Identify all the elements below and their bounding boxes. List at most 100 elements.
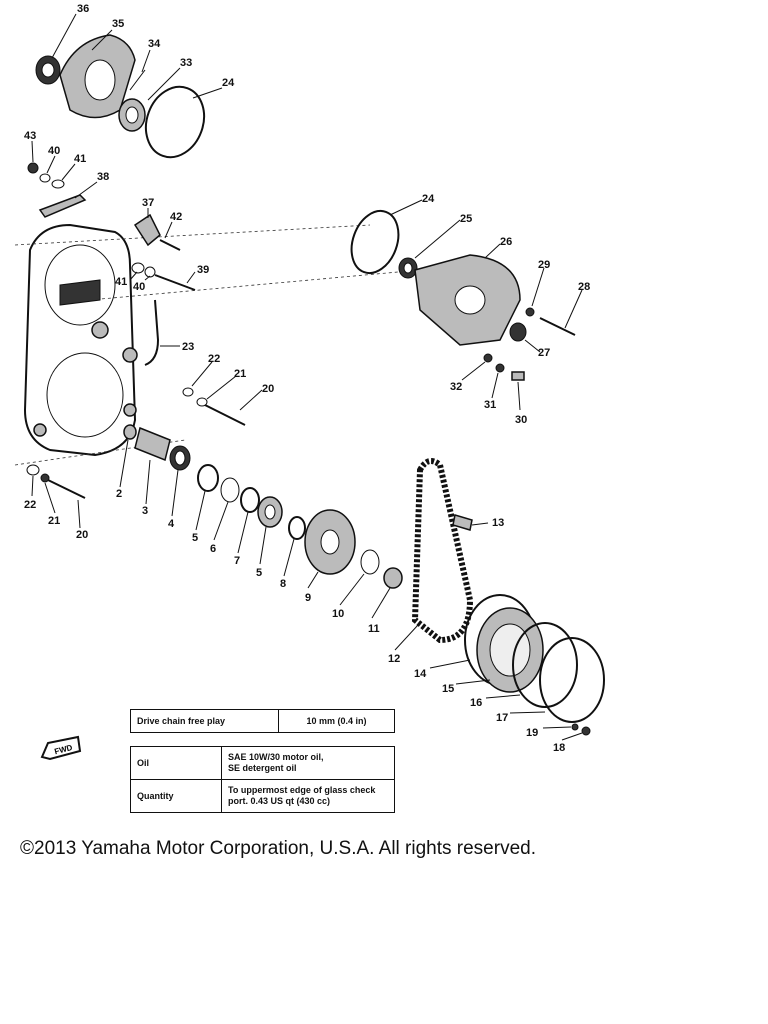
bolts-lower [26,464,86,499]
fwd-arrow-icon: FWD [40,735,82,761]
chain-free-play-label: Drive chain free play [130,709,279,733]
collar-2 [123,424,137,440]
washer-5a [197,464,219,492]
washer-7 [240,487,260,513]
right-housing [350,210,576,381]
callout-40-top: 40 [48,145,60,157]
callout-21-bottom: 21 [48,515,60,527]
parts-diagram: 36 35 34 33 24 43 40 41 38 37 42 41 40 3… [14,3,605,754]
chain-joint-13 [452,514,473,531]
callout-29: 29 [538,259,550,271]
nut-43 [27,162,39,174]
oil-value-line1: SAE 10W/30 motor oil, [228,752,324,762]
callout-32: 32 [450,381,462,393]
washer-40b [144,266,156,278]
chain-12 [411,458,474,644]
bolt-42 [159,239,181,251]
washer-19 [571,723,579,731]
quantity-value-line2: port. 0.43 US qt (430 cc) [228,796,331,806]
callout-15: 15 [442,683,454,695]
circlip-6 [220,477,240,503]
quantity-value: To uppermost edge of glass check port. 0… [221,779,395,813]
bracket-37 [133,213,161,247]
callout-13: 13 [492,517,504,529]
callout-27: 27 [538,347,550,359]
callout-35: 35 [112,18,124,30]
bolt-28 [539,317,576,336]
callout-36: 36 [77,3,89,15]
callout-21-top: 21 [234,368,246,380]
bolt-20b [47,479,86,499]
chain-free-play-value: 10 mm (0.4 in) [278,709,395,733]
washer-40a [39,173,51,183]
oil-value: SAE 10W/30 motor oil, SE detergent oil [221,746,395,780]
plug-30 [511,371,525,381]
callout-23: 23 [182,341,194,353]
callout-20-top: 20 [262,383,274,395]
quantity-label: Quantity [130,779,222,813]
callout-38: 38 [97,171,109,183]
callout-20-bottom: 20 [76,529,88,541]
callout-7: 7 [234,555,240,567]
callout-41-top: 41 [74,153,86,165]
callout-5-first: 5 [192,532,198,544]
oil-spec-table: Oil SAE 10W/30 motor oil, SE detergent o… [130,746,395,813]
callout-2: 2 [116,488,122,500]
case-housing [23,223,137,457]
case-lower-bore [46,352,124,438]
washer-22a [182,387,194,397]
o-ring-24-top [144,85,206,159]
bolt-39 [154,274,196,291]
callout-31: 31 [484,399,496,411]
drive-chain [411,458,474,644]
gasket-16 [512,622,578,708]
callout-41-mid: 41 [115,276,127,288]
leader-lines [31,13,583,741]
main-case [14,223,421,466]
bolts-upper [182,387,246,426]
callout-9: 9 [305,592,311,604]
callout-30: 30 [515,414,527,426]
callout-12: 12 [388,653,400,665]
case-upper-bore [44,244,116,326]
callout-39: 39 [197,264,209,276]
callout-16: 16 [470,697,482,709]
callout-40-mid: 40 [133,281,145,293]
callout-19: 19 [526,727,538,739]
callout-24-top: 24 [222,77,235,89]
callout-28: 28 [578,281,590,293]
washer-31 [495,363,505,373]
plate-38 [38,194,87,218]
spacer-8 [288,516,306,540]
callout-43: 43 [24,130,36,142]
side-cover-right [464,594,605,736]
washer-32 [483,353,493,363]
washer-41b [131,262,145,274]
callout-14: 14 [414,668,427,680]
drive-chain-spec-table: Drive chain free play 10 mm (0.4 in) [130,709,395,733]
lock-washer-10 [360,549,380,575]
callout-11: 11 [368,623,380,635]
callout-18: 18 [553,742,565,754]
o-ring-24-right [350,210,400,274]
callout-17: 17 [496,712,508,724]
plate-17 [539,637,605,723]
callout-6: 6 [210,543,216,555]
copyright-notice: ©2013 Yamaha Motor Corporation, U.S.A. A… [20,838,536,859]
oil-label: Oil [130,746,222,780]
callout-33: 33 [180,57,192,69]
washer-29 [525,307,535,317]
callout-26: 26 [500,236,512,248]
washer-21a [196,397,208,407]
callout-25: 25 [460,213,472,225]
callout-8: 8 [280,578,286,590]
callout-22-bottom: 22 [24,499,36,511]
pin-34 [129,69,146,91]
bolt-20a [204,404,246,426]
seal-27 [509,322,527,342]
callout-10: 10 [332,608,344,620]
callout-34: 34 [148,38,161,50]
callout-labels: 36 35 34 33 24 43 40 41 38 37 42 41 40 3… [24,3,590,754]
callout-4: 4 [168,518,175,530]
callout-3: 3 [142,505,148,517]
